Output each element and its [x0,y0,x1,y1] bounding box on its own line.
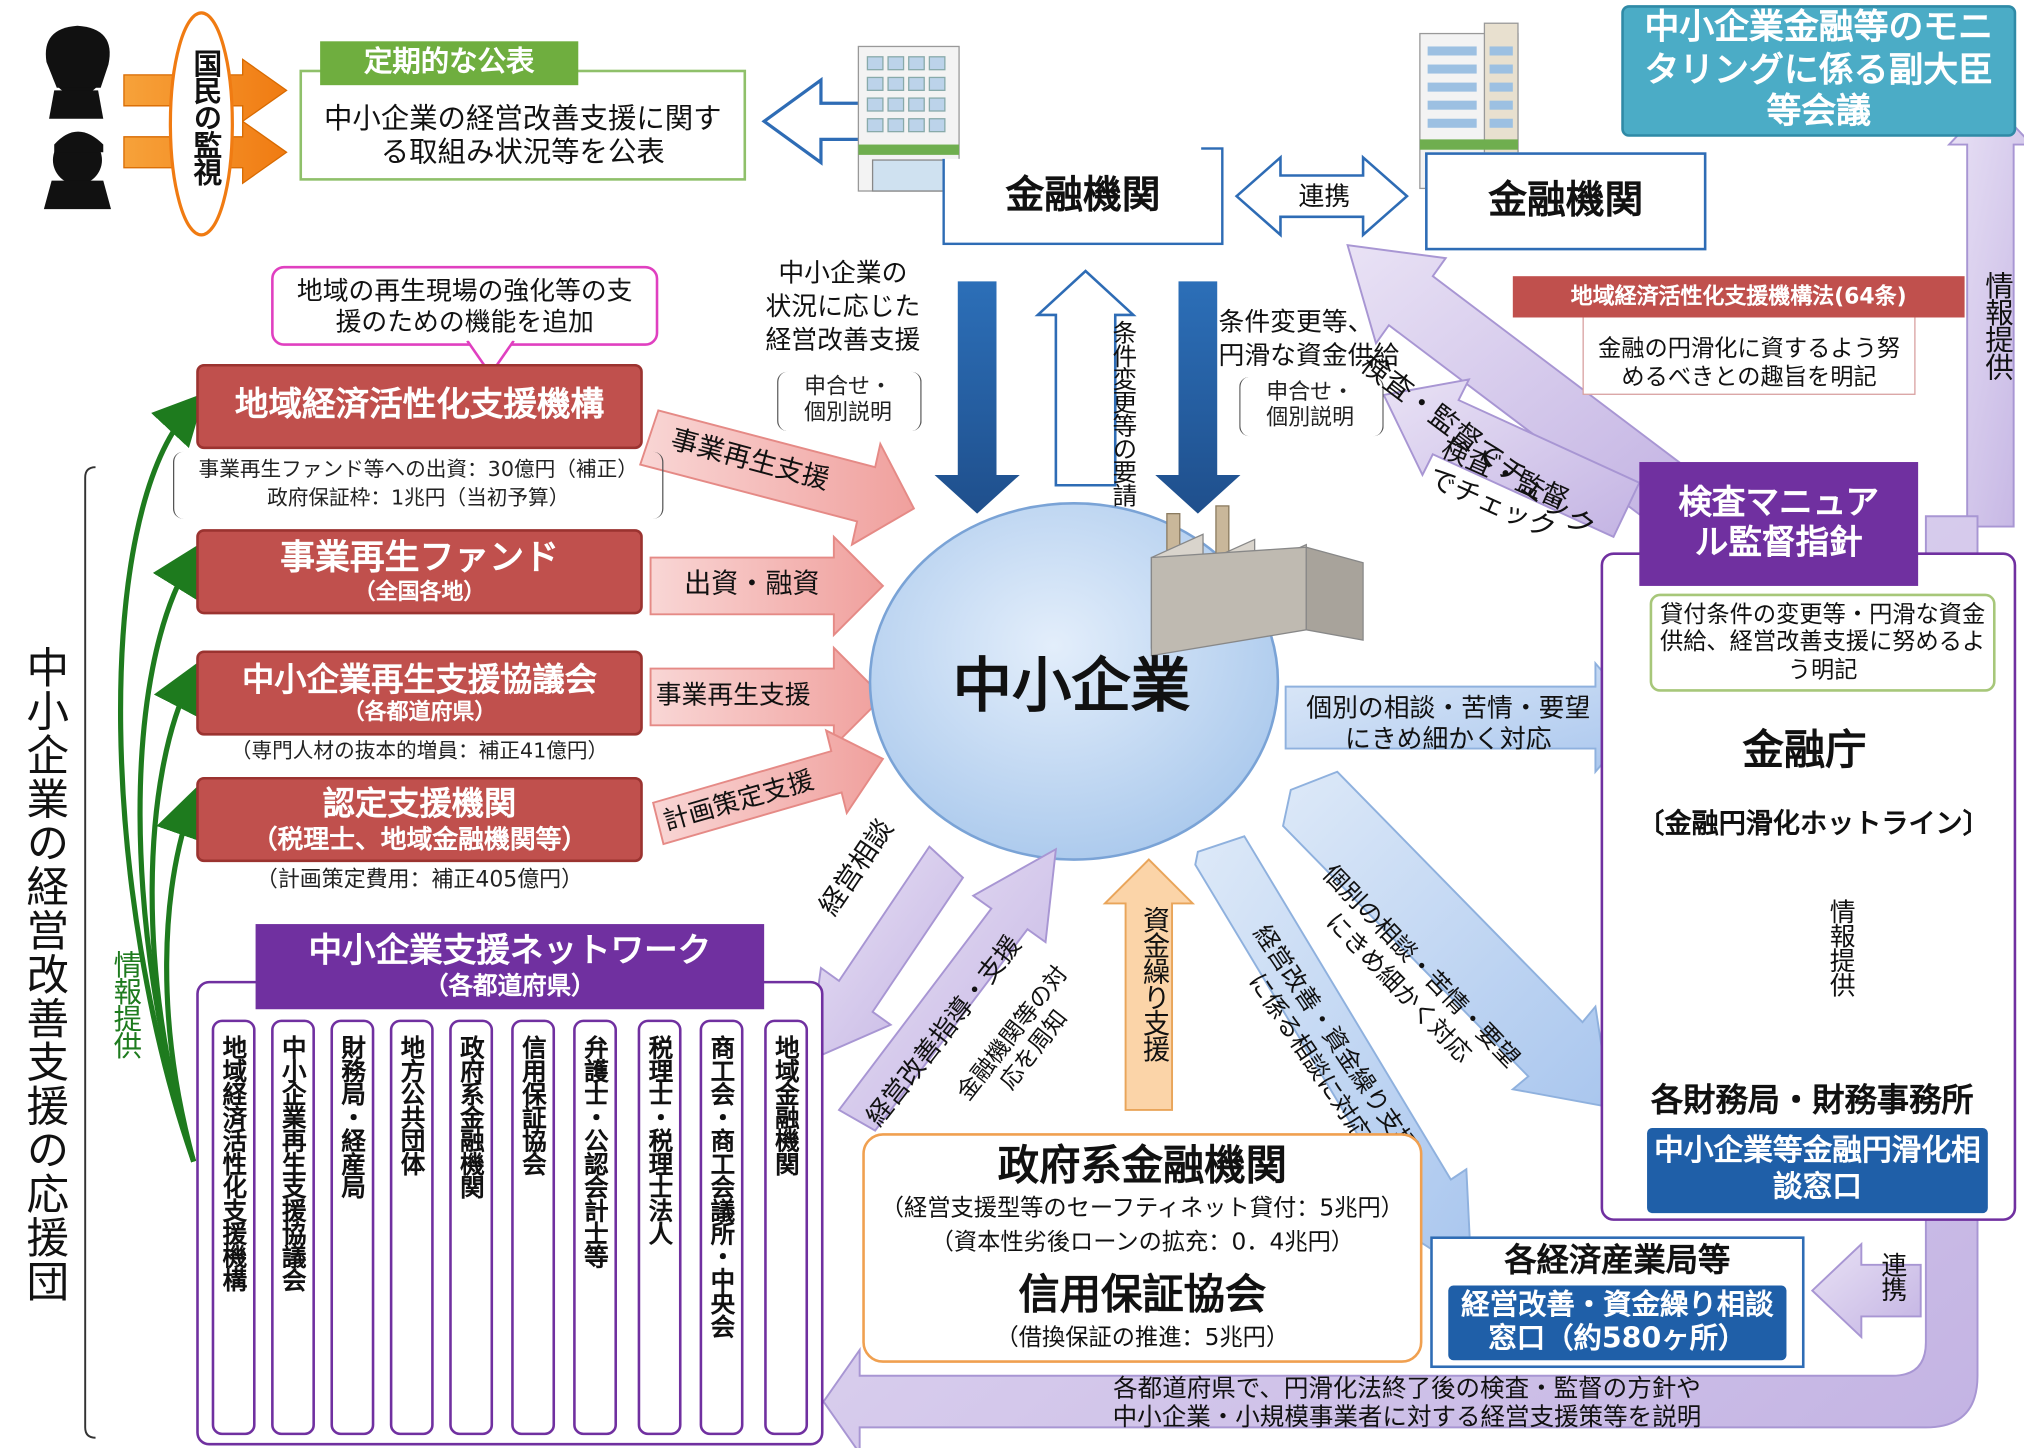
inspection-manual: 検査マニュアル監督指針 [1639,462,1919,586]
network-member: 商工会・商工会議所・中央会 [699,1019,744,1436]
factory-icon [1150,505,1364,657]
credit-guarantee-note: （借換保証の推進：5兆円） [995,1324,1290,1352]
left-agreement: 申合せ・個別説明 [804,374,892,427]
gov-finance-title: 政府系金融機関 [997,1140,1287,1190]
agency-note-1: 事業再生ファンド等への出資：30億円（補正） [198,456,638,482]
network-member: 政府系金融機関 [449,1019,494,1436]
bottom-explain-arrow [822,515,1979,1448]
person-icon [43,25,112,210]
network-member: 地域金融機関 [764,1019,809,1436]
right-agreement-bracket [1239,376,1384,437]
supporter-group-label: 中小企業の経営改善支援の応援団 [19,645,70,1304]
law-title: 地域経済活性化支援機構法(64条) [1512,276,1965,318]
renkei-top-label: 連携 [1298,180,1351,212]
public-report-title: 定期的な公表 [320,41,579,86]
network-title-box: 中小企業支援ネットワーク （各都道府県） [255,924,765,1010]
arrow-label-funding: 出資・融資 [684,567,820,599]
network-member: 税理士・税理士法人 [637,1019,682,1436]
network-member: 信用保証協会 [511,1019,556,1436]
green-arrows [117,392,206,1163]
sme-label: 中小企業 [952,650,1191,721]
down-arrow-left [934,281,1020,514]
citizen-ellipse [168,11,234,237]
vice-minister-council: 中小企業金融等のモニタリングに係る副大臣等会議 [1621,5,2017,137]
down-arrow-right [1155,281,1241,514]
function-bubble: 地域の再生現場の強化等の支援のための機能を追加 [271,265,659,346]
credit-guarantee-title: 信用保証協会 [1018,1269,1267,1319]
network-member: 中小企業再生支援協議会 [271,1019,315,1436]
fsa-label: 金融庁 [1742,725,1867,775]
consult-fsa-label: 個別の相談・苦情・要望にきめ細かく対応 [1306,691,1591,754]
label-condition-request: 条件変更等の要請 [1108,320,1138,506]
certified-support-org: 認定支援機関（税理士、地域金融機関等） [196,776,643,863]
bottom-explain-text: 各都道府県で、円滑化法終了後の検査・監督の方針や 中小企業・小規模事業者に対する… [1112,1374,1702,1432]
funding-support-label: 資金繰り支援 [1139,906,1171,1061]
citizen-label: 国民の監視 [188,49,221,185]
manual-note: 貸付条件の変更等・円滑な資金供給、経営改善支援に努めるよう明記 [1649,593,1996,692]
finance-bureau: 各財務局・財務事務所 [1650,1081,1974,1119]
label-condition-change: 条件変更等、 円滑な資金供給 [1218,305,1400,371]
up-arrow [1034,269,1137,487]
regional-revitalization-agency: 地域経済活性化支援機構 [196,363,643,450]
network-member: 財務局・経産局 [330,1019,375,1436]
arrow-label-revitalization-2: 事業再生支援 [655,678,811,710]
info-provide-left: 情報提供 [108,949,141,1059]
building-icon [857,45,960,192]
meti-label: 各経済産業局等 [1504,1241,1731,1279]
public-report-box: 中小企業の経営改善支援に関する取組み状況等を公表 [299,69,747,181]
sme-finance-window: 中小企業等金融円滑化相談窓口 [1647,1127,1988,1214]
certified-note: （計画策定費用：補正405億円） [255,867,584,894]
renkei-bottom-label: 連携 [1876,1251,1908,1301]
network-member: 地方公共団体 [389,1019,434,1436]
info-provide-fsa: 情報提供 [1825,898,1857,997]
report-arrow [761,76,875,166]
pink-arrow [638,409,916,846]
council-note: （専門人材の抜本的増員：補正41億円） [230,738,609,763]
network-member: 地域経済活性化支援機構 [211,1019,256,1436]
group-bracket [84,466,96,1439]
meti-window: 経営改善・資金繰り相談窓口（約580ヶ所） [1448,1285,1787,1361]
info-provide-right: 情報提供 [1980,271,2013,380]
bank-b: 金融機関 [1425,152,1707,251]
right-agreement: 申合せ・個別説明 [1266,379,1355,432]
gov-note-1: （経営支援型等のセーフティネット貸付：5兆円） [880,1195,1404,1223]
left-agreement-bracket [777,371,922,432]
law-note: 金融の円滑化に資するよう努めるべきとの趣旨を明記 [1582,307,1916,395]
label-business-support: 中小企業の 状況に応じた 経営改善支援 [765,256,921,355]
gov-finance-box [862,1133,1423,1363]
bank-a: 金融機関 [942,147,1224,246]
revitalization-fund: 事業再生ファンド（全国各地） [196,529,643,615]
fsa-hotline: 〔金融円滑化ホットライン〕 [1637,807,1990,839]
sme-revitalization-council: 中小企業再生支援協議会（各都道府県） [196,650,643,736]
agency-note-2: 政府保証枠：1兆円（当初予算） [267,485,570,510]
agency-note-bracket [172,451,664,519]
renkei-arrow-top [1234,154,1409,238]
network-member: 弁護士・公認会計士等 [573,1019,618,1436]
gov-note-2: （資本性劣後ローンの拡充：0．4兆円） [930,1228,1355,1256]
funding-arrow [1102,858,1196,1111]
